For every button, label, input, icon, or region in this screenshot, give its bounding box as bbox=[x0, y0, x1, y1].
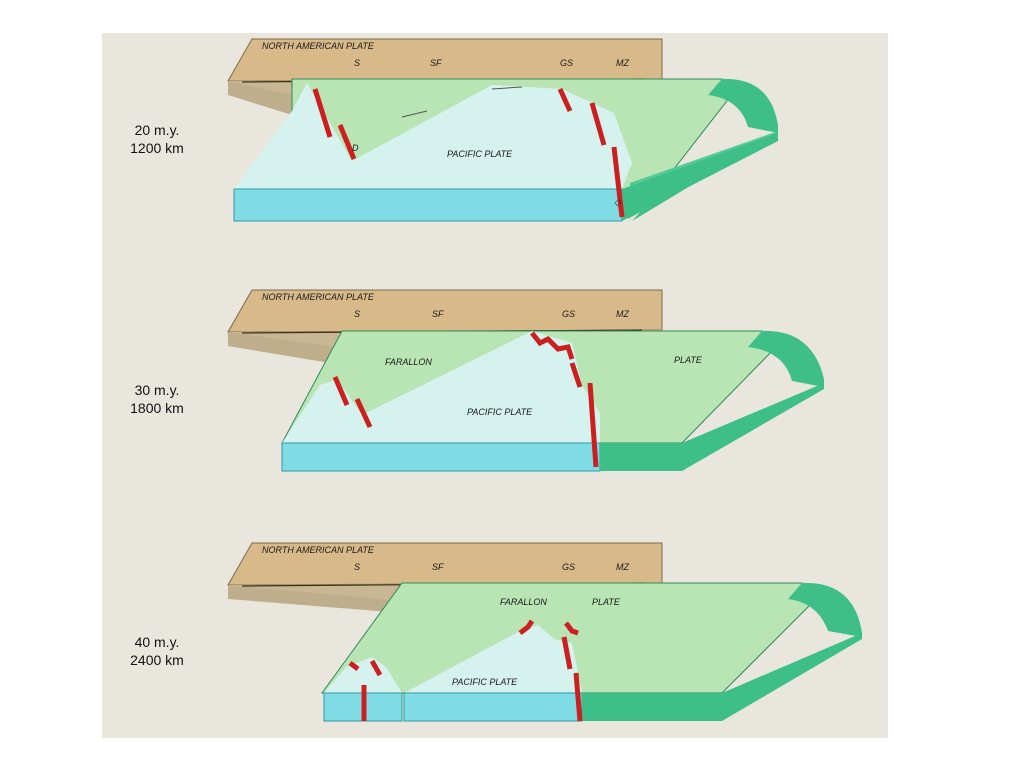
city-label-s: S bbox=[354, 309, 360, 319]
distance-value: 2400 km bbox=[130, 652, 184, 668]
farallon-plate-block bbox=[321, 582, 862, 721]
north-american-plate-label: NORTH AMERICAN PLATE bbox=[262, 545, 375, 555]
svg-text:D: D bbox=[352, 143, 359, 153]
panel-20-my: D ◇ NORTH AMERICAN PLATE S SF GS MZ PACI… bbox=[227, 38, 778, 222]
fault-segments bbox=[312, 87, 625, 218]
pacific-plate-block bbox=[323, 625, 722, 722]
pacific-plate-block bbox=[233, 83, 778, 222]
distance-value: 1200 km bbox=[130, 140, 184, 156]
pacific-plate-block bbox=[281, 331, 682, 472]
city-label-s: S bbox=[354, 562, 360, 572]
fault-segments bbox=[348, 619, 583, 722]
city-label-s: S bbox=[354, 58, 360, 68]
plate-tectonics-diagram: D ◇ NORTH AMERICAN PLATE S SF GS MZ PACI… bbox=[227, 38, 862, 722]
city-label-gs: GS bbox=[560, 58, 573, 68]
city-label-mz: MZ bbox=[616, 58, 629, 68]
panel-20-my-time-label: 20 m.y. 1200 km bbox=[102, 121, 212, 157]
motion-arrows: D ◇ bbox=[352, 86, 622, 207]
city-label-mz: MZ bbox=[616, 562, 629, 572]
plate-label: PLATE bbox=[592, 597, 621, 607]
city-label-sf: SF bbox=[430, 58, 442, 68]
farallon-label: FARALLON bbox=[500, 597, 547, 607]
north-american-plate-label: NORTH AMERICAN PLATE bbox=[262, 292, 375, 302]
pacific-plate-label: PACIFIC PLATE bbox=[452, 677, 518, 687]
north-american-plate-label: NORTH AMERICAN PLATE bbox=[262, 41, 375, 51]
time-value: 30 m.y. bbox=[134, 382, 180, 398]
diagram-panel: D ◇ NORTH AMERICAN PLATE S SF GS MZ PACI… bbox=[102, 33, 888, 738]
time-value: 20 m.y. bbox=[134, 122, 180, 138]
pacific-plate-label: PACIFIC PLATE bbox=[467, 407, 533, 417]
fault-segments bbox=[332, 331, 599, 468]
city-label-gs: GS bbox=[562, 309, 575, 319]
panel-30-my: NORTH AMERICAN PLATE S SF GS MZ FARALLON… bbox=[227, 289, 824, 472]
pacific-plate-label: PACIFIC PLATE bbox=[447, 149, 513, 159]
city-label-sf: SF bbox=[432, 562, 444, 572]
panel-40-my: NORTH AMERICAN PLATE S SF GS MZ FARALLON… bbox=[227, 542, 862, 722]
time-value: 40 m.y. bbox=[134, 634, 180, 650]
farallon-label: FARALLON bbox=[385, 357, 432, 367]
panel-30-my-time-label: 30 m.y. 1800 km bbox=[102, 381, 212, 417]
svg-text:◇: ◇ bbox=[614, 197, 622, 207]
panel-40-my-time-label: 40 m.y. 2400 km bbox=[102, 633, 212, 669]
city-label-sf: SF bbox=[432, 309, 444, 319]
distance-value: 1800 km bbox=[130, 400, 184, 416]
city-label-mz: MZ bbox=[616, 309, 629, 319]
city-label-gs: GS bbox=[562, 562, 575, 572]
plate-label: PLATE bbox=[674, 355, 703, 365]
